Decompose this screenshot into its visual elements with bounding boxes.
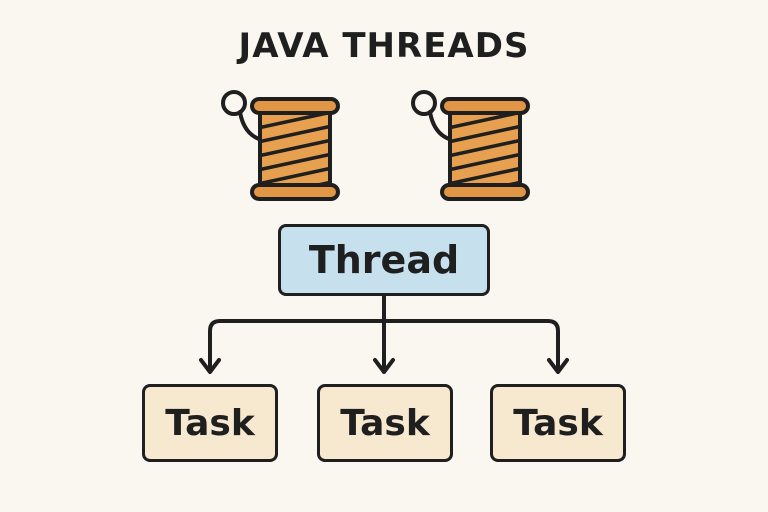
arrowhead-right [547, 358, 569, 374]
diagram-title: JAVA THREADS [238, 26, 530, 66]
thread-node: Thread [278, 224, 490, 296]
task-node-3: Task [490, 384, 626, 462]
arrowhead-center [373, 358, 395, 374]
arrowhead-left [199, 358, 221, 374]
spool-of-thread-icon [221, 90, 340, 201]
task-node-2: Task [317, 384, 453, 462]
task-node-label: Task [513, 402, 603, 444]
thread-node-label: Thread [308, 238, 460, 282]
task-node-1: Task [142, 384, 278, 462]
connector-branch-right [382, 319, 560, 372]
connector-branch-left [208, 319, 386, 372]
spool-of-thread-icon [411, 90, 530, 201]
task-node-label: Task [165, 402, 255, 444]
task-node-label: Task [340, 402, 430, 444]
connector-lines [208, 294, 560, 372]
arrowheads [199, 358, 569, 374]
